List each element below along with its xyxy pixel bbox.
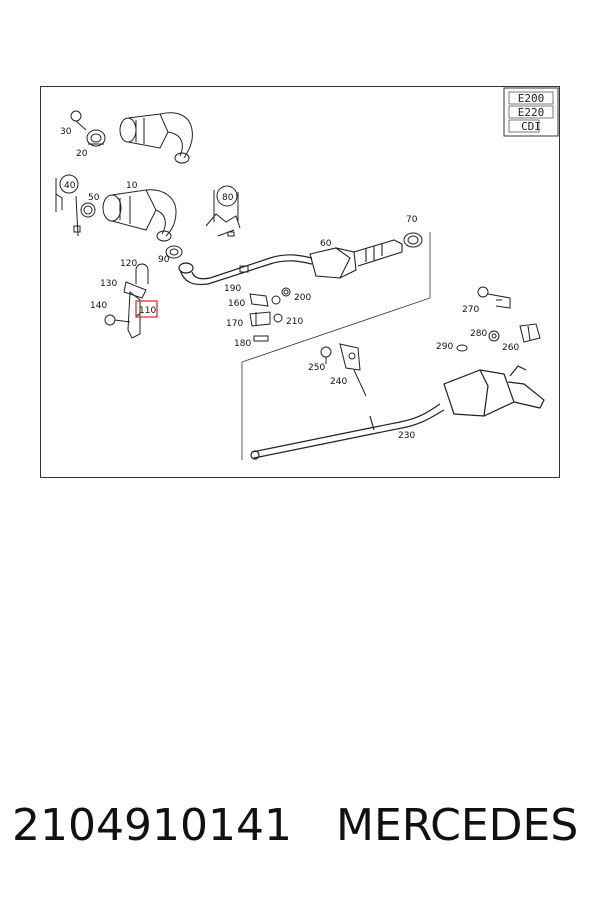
part-number: 2104910141 [12,800,292,851]
callout-280: 280 [470,329,487,339]
callout-90: 90 [158,255,170,265]
callout-200: 200 [294,293,311,303]
model-badge-e200: E200 [518,92,545,105]
model-badge-e220: E220 [518,106,545,119]
part-110-hanger [127,291,141,339]
callout-250: 250 [308,363,325,373]
part-90-gasket [165,245,183,259]
part-80-clamp-bracket [205,185,241,237]
part-190-clip [239,265,249,273]
part-130-bracket [123,281,147,299]
callout-30: 30 [60,127,72,137]
exploded-parts-diagram: E200 E220 CDI [40,86,560,478]
callout-190: 190 [224,284,241,294]
part-70-clamp [403,232,423,248]
part-260-rubber-mount [519,323,541,343]
callout-160: 160 [228,299,245,309]
callout-260: 260 [502,343,519,353]
callout-210: 210 [286,317,303,327]
callout-270: 270 [462,305,479,315]
part-230-rear-muffler [250,365,545,460]
model-badge: E200 E220 CDI [503,87,559,137]
callout-20: 20 [76,149,88,159]
callout-120: 120 [120,259,137,269]
part-40-bracket [55,174,81,237]
callout-50: 50 [88,193,100,203]
part-170-rubber-mount [249,311,271,327]
part-240-bracket [339,343,367,397]
callout-110: 110 [139,306,156,316]
part-180-bolt [253,335,269,342]
callout-60: 60 [320,239,332,249]
brand-name: MERCEDES [336,800,579,851]
diagram-border [40,86,560,478]
part-280-nut [488,330,500,342]
part-270-hanger [477,286,511,309]
product-caption: 2104910141 MERCEDES [0,800,600,860]
callout-230: 230 [398,431,415,441]
model-badge-cdi: CDI [521,120,541,133]
part-140-bolt [104,314,131,326]
diagram-canvas: E200 E220 CDI [40,86,560,478]
part-10-catalytic-converter [102,189,177,242]
part-catalytic-converter-top [119,112,193,164]
callout-180: 180 [234,339,251,349]
part-50-gasket-ring [80,202,96,218]
callout-10: 10 [126,181,138,191]
callout-240: 240 [330,377,347,387]
callout-80: 80 [222,193,234,203]
callout-170: 170 [226,319,243,329]
callout-40: 40 [64,181,76,191]
callout-290: 290 [436,342,453,352]
callout-labels: 30 20 40 50 10 80 90 70 60 120 130 140 1… [60,127,519,441]
part-120-u-bolt [135,263,149,284]
part-160-bracket [249,293,281,307]
callout-140: 140 [90,301,107,311]
part-210-nut [273,313,283,323]
part-250-bolt [320,346,332,364]
part-200-nut [281,287,291,297]
callout-110-highlight [135,300,158,318]
part-290-washer [456,344,468,352]
part-60-center-muffler [309,239,403,279]
callout-70: 70 [406,215,418,225]
assembly-outline [241,232,431,460]
part-30-20-screw-clamp [70,110,106,147]
callout-130: 130 [100,279,117,289]
